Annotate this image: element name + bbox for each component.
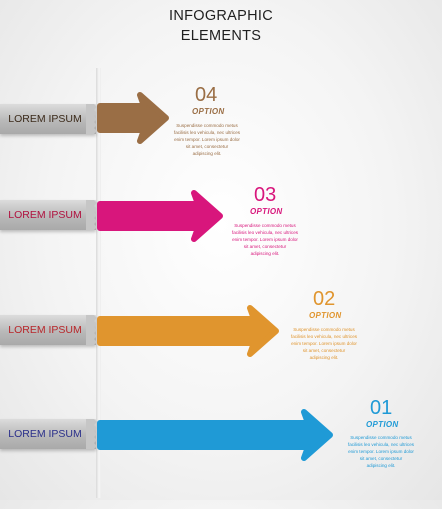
- label-tab: LOREM IPSUM: [0, 419, 96, 449]
- description-line: adipiscing elit.: [192, 151, 222, 156]
- description-line: sit amet, consectetur: [185, 144, 229, 149]
- option-number: 02: [313, 288, 336, 310]
- arrow-02-icon: [97, 305, 279, 357]
- label-tab: LOREM IPSUM: [0, 200, 96, 230]
- vertical-divider: [96, 68, 101, 498]
- option-description: Suspendisse commodo metus facilisis leo …: [289, 326, 359, 361]
- option-label: OPTION: [192, 107, 225, 116]
- description-line: enim tempor. Lorem ipsum dolor: [291, 341, 357, 346]
- tab-label: LOREM IPSUM: [8, 209, 82, 221]
- option-row-01: LOREM IPSUM 01 OPTION Suspendisse commod…: [0, 397, 442, 509]
- infographic-title: INFOGRAPHIC ELEMENTS: [0, 6, 442, 46]
- title-line-1: INFOGRAPHIC: [169, 8, 273, 24]
- option-description: Suspendisse commodo metus facilisis leo …: [230, 222, 300, 257]
- torn-edge-icon: [86, 104, 97, 134]
- description-line: sit amet, consectetur: [359, 456, 403, 461]
- description-line: Suspendisse commodo metus: [176, 123, 238, 128]
- description-line: adipiscing elit.: [366, 463, 396, 468]
- description-line: facilisis leo vehicula, nec ultrices: [347, 442, 415, 447]
- arrow-04-icon: [97, 92, 169, 144]
- description-line: facilisis leo vehicula, nec ultrices: [173, 130, 241, 135]
- description-line: Suspendisse commodo metus: [234, 223, 296, 228]
- description-line: enim tempor. Lorem ipsum dolor: [348, 449, 414, 454]
- description-line: enim tempor. Lorem ipsum dolor: [232, 237, 298, 242]
- title-line-2: ELEMENTS: [180, 28, 262, 44]
- arrow-03-icon: [97, 190, 223, 242]
- option-row-02: LOREM IPSUM 02 OPTION Suspendisse commod…: [0, 288, 442, 405]
- torn-edge-icon: [86, 315, 97, 345]
- option-label: OPTION: [366, 420, 399, 429]
- option-description: Suspendisse commodo metus facilisis leo …: [172, 122, 242, 157]
- tab-label: LOREM IPSUM: [8, 113, 82, 125]
- option-row-04: LOREM IPSUM 04 OPTION Suspendisse commod…: [0, 84, 442, 192]
- torn-edge-icon: [86, 200, 97, 230]
- option-description: Suspendisse commodo metus facilisis leo …: [346, 434, 416, 469]
- description-line: sit amet, consectetur: [302, 348, 346, 353]
- tab-label: LOREM IPSUM: [8, 324, 82, 336]
- arrow-01-icon: [97, 409, 333, 461]
- description-line: sit amet, consectetur: [243, 244, 287, 249]
- description-line: Suspendisse commodo metus: [293, 327, 355, 332]
- description-line: facilisis leo vehicula, nec ultrices: [231, 230, 299, 235]
- option-number: 03: [254, 184, 277, 206]
- torn-edge-icon: [86, 419, 97, 449]
- option-row-03: LOREM IPSUM 03 OPTION Suspendisse commod…: [0, 184, 442, 290]
- option-number: 01: [370, 397, 393, 419]
- tab-label: LOREM IPSUM: [8, 428, 82, 440]
- option-number: 04: [195, 84, 218, 106]
- option-label: OPTION: [250, 207, 283, 216]
- label-tab: LOREM IPSUM: [0, 104, 96, 134]
- description-line: Suspendisse commodo metus: [350, 435, 412, 440]
- label-tab: LOREM IPSUM: [0, 315, 96, 345]
- description-line: adipiscing elit.: [250, 251, 280, 256]
- description-line: facilisis leo vehicula, nec ultrices: [290, 334, 358, 339]
- option-label: OPTION: [309, 311, 342, 320]
- description-line: enim tempor. Lorem ipsum dolor: [174, 137, 240, 142]
- description-line: adipiscing elit.: [309, 355, 339, 360]
